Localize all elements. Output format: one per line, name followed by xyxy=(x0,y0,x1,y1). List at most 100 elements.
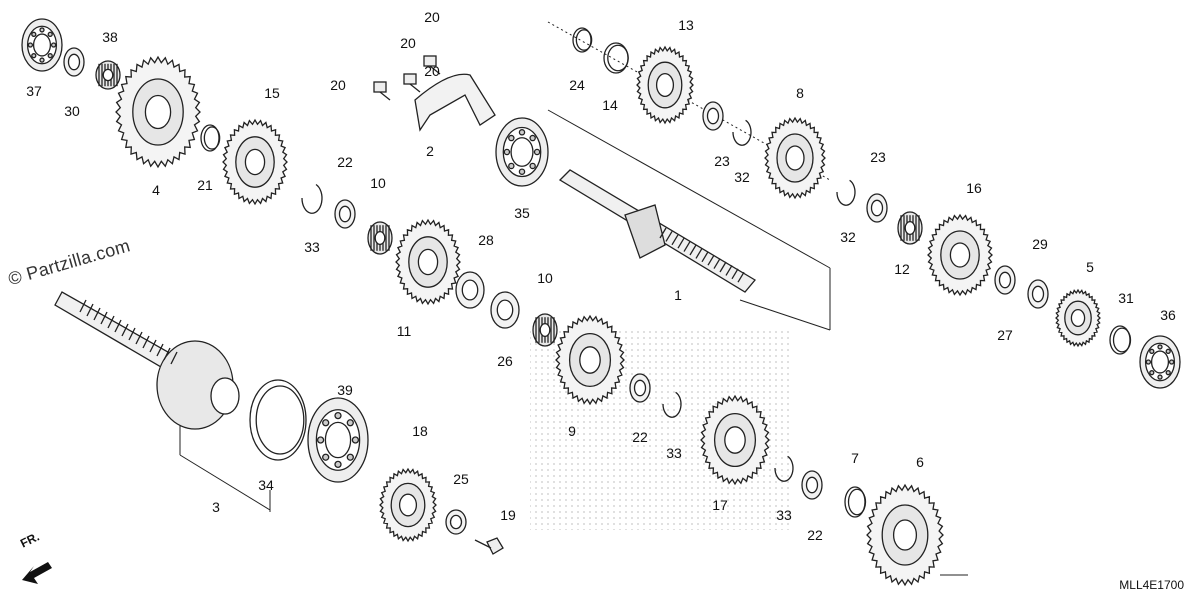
retainer-34 xyxy=(249,379,307,461)
callout-label: 10 xyxy=(370,175,386,191)
callout-label: 32 xyxy=(734,169,750,185)
gear-13 xyxy=(636,45,694,125)
callout-label: 37 xyxy=(26,83,42,99)
gear-15 xyxy=(222,118,288,206)
callout-label: 15 xyxy=(264,85,280,101)
gear-17 xyxy=(700,394,770,486)
callout-label: 1 xyxy=(674,287,682,303)
callout-label: 12 xyxy=(894,261,910,277)
callout-label: 33 xyxy=(776,507,792,523)
callout-label: 29 xyxy=(1032,236,1048,252)
bolts-20 xyxy=(373,55,441,101)
bracket-2 xyxy=(414,73,496,132)
gear-11 xyxy=(395,218,461,306)
callout-label: 35 xyxy=(514,205,530,221)
washer-27 xyxy=(994,265,1016,295)
callout-label: 16 xyxy=(966,180,982,196)
needle-bearing-10b xyxy=(532,313,558,347)
washer-22b xyxy=(629,373,651,403)
circlip-32 xyxy=(732,119,752,146)
washer-22c xyxy=(801,470,823,500)
callout-label: 3 xyxy=(212,499,220,515)
bushing-14 xyxy=(603,42,629,74)
callouts-layer: 1234567891010111213141516171819202020202… xyxy=(26,9,1176,543)
washer-26 xyxy=(490,291,520,329)
callout-label: 30 xyxy=(64,103,80,119)
callout-label: 11 xyxy=(397,323,412,339)
bearing-35 xyxy=(495,117,549,187)
parts-layer xyxy=(21,18,1181,587)
callout-label: 10 xyxy=(537,270,553,286)
callout-label: 31 xyxy=(1118,290,1134,306)
callout-label: 20 xyxy=(330,77,346,93)
bearing-36 xyxy=(1139,335,1181,389)
callout-label: 20 xyxy=(424,9,440,25)
countershaft-3 xyxy=(54,291,240,430)
ring-24 xyxy=(572,27,593,53)
callout-label: 14 xyxy=(602,97,618,113)
callout-label: 9 xyxy=(568,423,576,439)
circlip-33c xyxy=(774,455,794,482)
callout-label: 39 xyxy=(337,382,353,398)
callout-label: 38 xyxy=(102,29,118,45)
callout-label: 4 xyxy=(152,182,160,198)
washer-23b xyxy=(866,193,888,223)
gear-4 xyxy=(115,55,201,169)
callout-label: 19 xyxy=(500,507,516,523)
bearing-37 xyxy=(21,18,63,72)
callout-label: 21 xyxy=(197,177,213,193)
sprocket-18 xyxy=(379,467,437,543)
callout-label: 24 xyxy=(569,77,585,93)
ring-21 xyxy=(200,124,221,152)
gear-5 xyxy=(1055,288,1101,348)
callout-label: 18 xyxy=(412,423,428,439)
callout-label: 13 xyxy=(678,17,694,33)
callout-label: 6 xyxy=(916,454,924,470)
callout-label: 25 xyxy=(453,471,469,487)
callout-label: 34 xyxy=(258,477,274,493)
washer-30 xyxy=(63,47,85,77)
needle-bearing-12 xyxy=(897,211,923,245)
callout-label: 7 xyxy=(851,450,859,466)
front-arrow-icon xyxy=(22,562,52,584)
callout-label: 33 xyxy=(666,445,682,461)
gear-16 xyxy=(927,213,993,297)
assembly-lines xyxy=(179,21,968,576)
callout-label: 20 xyxy=(400,35,416,51)
washer-28 xyxy=(455,271,485,309)
washer-22 xyxy=(334,199,356,229)
callout-label: 36 xyxy=(1160,307,1176,323)
callout-label: 22 xyxy=(632,429,648,445)
callout-label: 33 xyxy=(304,239,320,255)
washer-31 xyxy=(1109,325,1132,355)
callout-label: 8 xyxy=(796,85,804,101)
callout-label: 27 xyxy=(997,327,1013,343)
callout-label: 26 xyxy=(497,353,513,369)
callout-label: 22 xyxy=(337,154,353,170)
mainshaft-1 xyxy=(558,169,756,293)
washer-25 xyxy=(445,509,467,535)
circlip-33 xyxy=(301,183,323,214)
circlip-32b xyxy=(836,179,856,206)
seal-39 xyxy=(307,397,369,483)
washer-29 xyxy=(1027,279,1049,309)
callout-label: 23 xyxy=(714,153,730,169)
callout-label: 17 xyxy=(712,497,728,513)
callout-label: 22 xyxy=(807,527,823,543)
callout-label: 28 xyxy=(478,232,494,248)
washer-23 xyxy=(702,101,724,131)
callout-label: 20 xyxy=(424,63,440,79)
needle-bearing-10 xyxy=(367,221,393,255)
callout-label: 32 xyxy=(840,229,856,245)
callout-label: 5 xyxy=(1086,259,1094,275)
callout-label: 2 xyxy=(426,143,434,159)
diagram-code: MLL4E1700 xyxy=(1119,578,1184,592)
needle-bearing-38 xyxy=(95,60,121,90)
bolt-19 xyxy=(474,537,504,555)
gear-8 xyxy=(764,116,826,200)
gear-9 xyxy=(555,314,625,406)
gear-6 xyxy=(866,483,944,587)
circlip-33b xyxy=(662,391,682,418)
